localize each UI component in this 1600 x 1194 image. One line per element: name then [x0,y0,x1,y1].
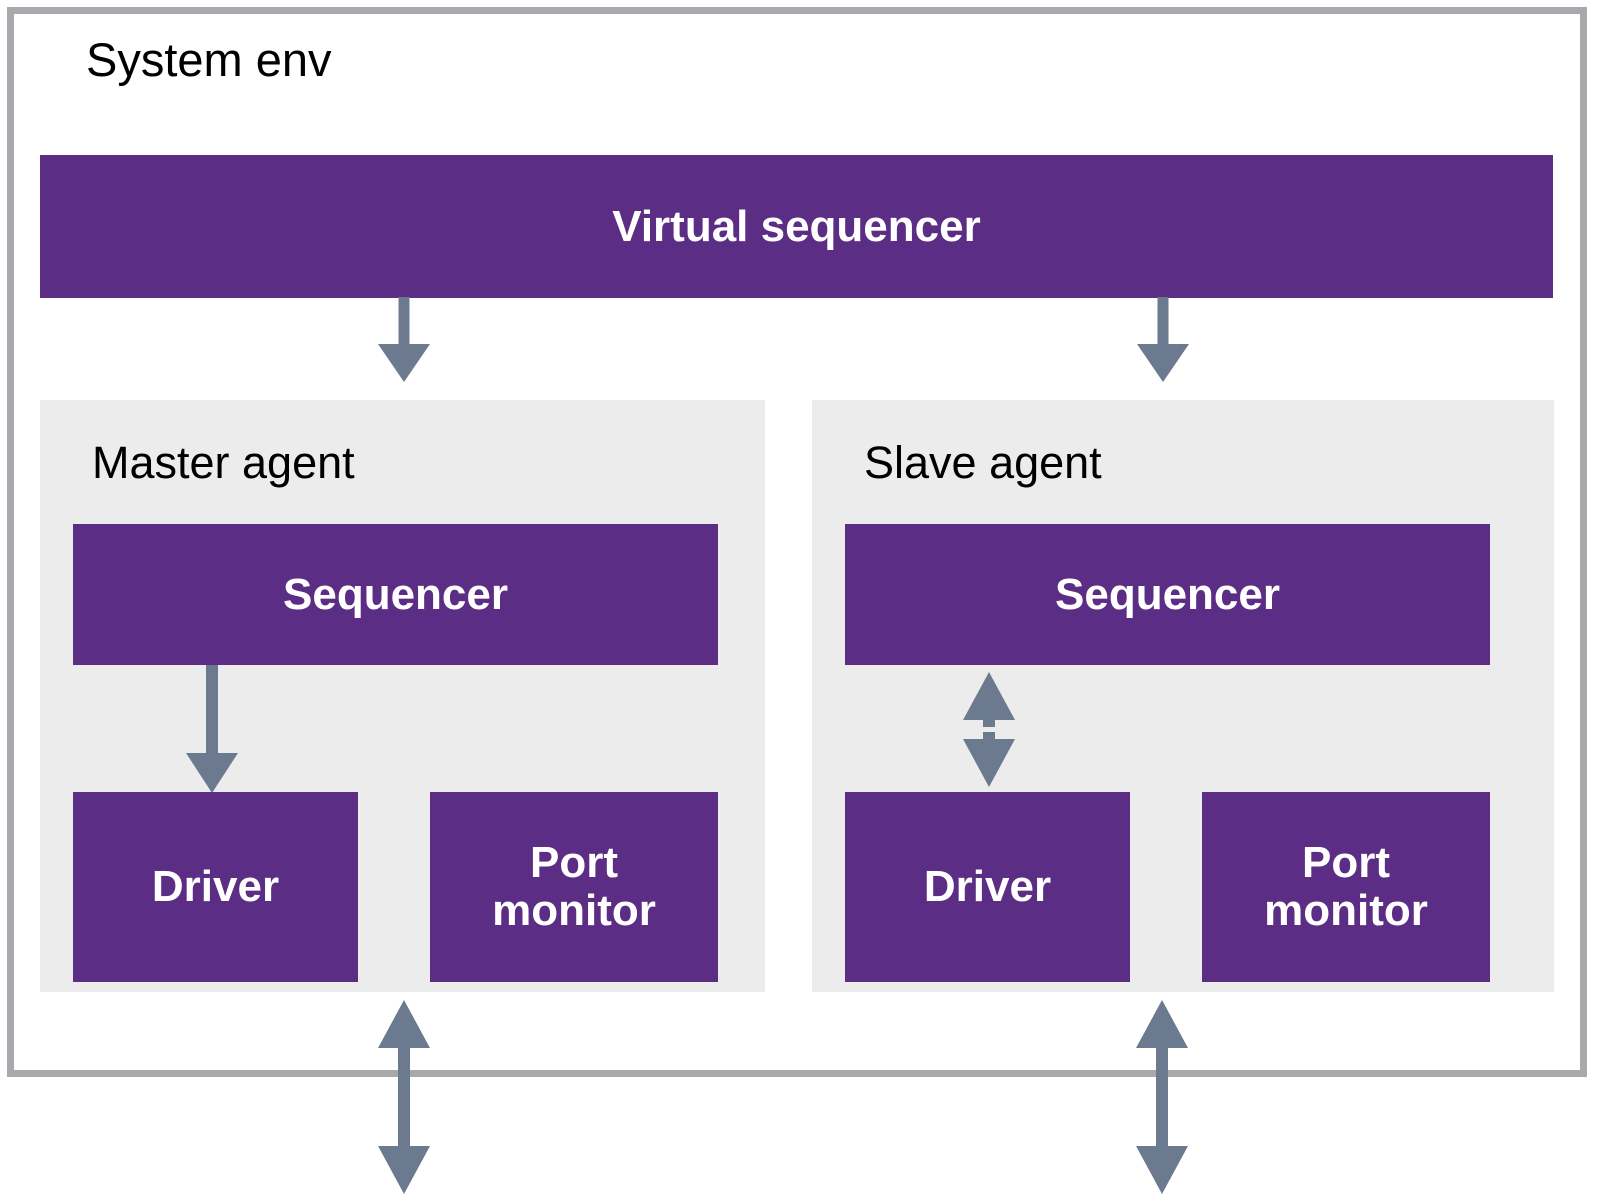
slave-sequencer-label: Sequencer [1055,569,1280,619]
slave-agent-title: Slave agent [864,437,1102,488]
master-driver-label: Driver [151,862,280,912]
master-agent-title: Master agent [92,437,355,488]
master-sequencer-block[interactable]: Sequencer [73,524,718,665]
arrow-master-sequencer-to-driver [182,665,242,793]
slave-driver-label: Driver [923,862,1052,912]
master-driver-block[interactable]: Driver [73,792,358,982]
master-sequencer-label: Sequencer [283,569,508,619]
slave-sequencer-block[interactable]: Sequencer [845,524,1490,665]
slave-driver-block[interactable]: Driver [845,792,1130,982]
virtual-sequencer-label: Virtual sequencer [612,201,981,251]
system-env-title: System env [86,33,332,86]
virtual-sequencer-block[interactable]: Virtual sequencer [40,155,1553,298]
arrow-slave-sequencer-driver-bidirectional [959,672,1019,787]
